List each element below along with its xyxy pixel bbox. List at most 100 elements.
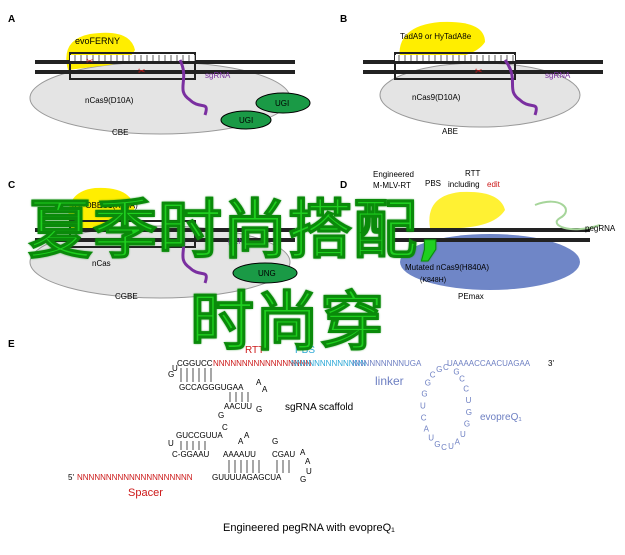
spacer-label: Spacer: [128, 487, 163, 499]
panel-a-name: CBE: [112, 128, 128, 137]
evopreq-base: U: [466, 396, 472, 405]
seq-top-linker: NNNNNNNNNUGA: [352, 359, 422, 368]
rt-label-1: Engineered: [373, 170, 414, 179]
panel-c-name: CGBE: [115, 292, 138, 301]
scissor-icon: ✂: [138, 66, 146, 76]
seq-loop-a6: A: [305, 457, 311, 466]
scaffold-label: sgRNA scaffold: [285, 402, 353, 413]
ung-shape: [232, 262, 298, 284]
seq-loop-u1: U: [172, 364, 178, 373]
linker-label: linker: [375, 374, 404, 388]
including-label: including: [448, 180, 480, 189]
seq-loop-g7: G: [300, 475, 306, 484]
seq-stem5: CGAU: [272, 450, 295, 459]
panel-a-letter: A: [8, 14, 15, 25]
evopreq-base: G: [464, 420, 470, 429]
cas9-body-d: [400, 234, 580, 290]
seq-loop-a2: A: [262, 385, 268, 394]
seq-top-cgg: CGGUCC: [177, 359, 213, 368]
dna-bottom-strand: [35, 70, 295, 74]
rloop-box-c: [69, 220, 196, 248]
rt-shape: [429, 191, 505, 228]
evopreq-base: G: [466, 408, 472, 417]
deaminase-label: evoFERNY: [75, 36, 120, 46]
dna-ticks: [70, 55, 195, 61]
cas-label-c: nCas: [92, 259, 111, 268]
seq-top-tail: UAAAACCAACUAGAA: [447, 359, 531, 368]
sgrna-label: sgRNA: [205, 71, 231, 80]
dna-bottom-b: [363, 70, 603, 74]
sgrna-label-b: sgRNA: [545, 71, 571, 80]
seq-five-prime: 5': [68, 473, 74, 482]
rt-label-2: M-MLV-RT: [373, 181, 411, 190]
scissor-icon-b: ✂: [475, 66, 483, 76]
seq-loop-g2: G: [256, 405, 262, 414]
rtt-label-d: RTT: [465, 169, 481, 178]
panel-a: A evoFERNY ✂ ✂ sgRNA nCas9(D10A) UGI UGI…: [8, 14, 311, 137]
panel-e: E RTT PBS G U CGGUCC NNNNNNNNNNNNNNNNN N…: [8, 339, 554, 534]
pegrna-label: pegRNA: [585, 224, 616, 233]
seq-loop-a4: A: [244, 431, 250, 440]
seq-loop-u3: U: [306, 467, 312, 476]
panel-b-letter: B: [340, 14, 347, 25]
seq-top-main: GCCAGGGUGAA: [179, 383, 244, 392]
panel-d-letter: D: [340, 180, 347, 191]
panel-b-name: ABE: [442, 127, 458, 136]
dna-bottom-d: [390, 238, 590, 242]
seq-stem4: AAAAUU: [223, 450, 256, 459]
evopreq-base: A: [455, 438, 461, 447]
evopreq-base: G: [425, 379, 431, 388]
evopreq-base: U: [420, 401, 426, 410]
pegrna-strand: [534, 200, 601, 231]
seq-bottom: GUUUUAGAGCUA: [212, 473, 282, 482]
caption: Engineered pegRNA with evopreQ₁: [223, 522, 395, 534]
seq-spacer: NNNNNNNNNNNNNNNNNNNN: [77, 473, 193, 482]
pbs-label-d: PBS: [425, 179, 441, 188]
deaminase-label-c: rAPOBEC1(R33A): [72, 201, 138, 210]
deaminase-shape-c: [68, 187, 135, 228]
evopreq-base: U: [460, 430, 466, 439]
seq-top-red: NNNNNNNNNNNNNNNNN: [213, 359, 311, 368]
cas-label-d: Mutated nCas9(H840A): [405, 263, 489, 272]
seq-loop-c: C: [222, 423, 228, 432]
seq-stem2: GUCCGUUA: [176, 431, 223, 440]
seq-stem3: C-GGAAU: [172, 450, 210, 459]
seq-loop-g1: G: [168, 370, 174, 379]
ung-label: UNG: [258, 269, 276, 278]
evopreq-base: C: [459, 375, 465, 384]
evopreq-base: G: [436, 365, 442, 374]
seq-stem1: AACUU: [224, 402, 252, 411]
seq-three-prime: 3': [548, 359, 554, 368]
seq-loop-g5: G: [272, 437, 278, 446]
evopreq-base: C: [430, 370, 436, 379]
cas9-body-c: [29, 225, 291, 299]
deaminase-shape-b: [399, 21, 485, 62]
grna-strand-c: [178, 227, 208, 284]
seq-loop-a1: A: [256, 378, 262, 387]
dna-top-c: [35, 228, 295, 232]
cas-label: nCas9(D10A): [85, 96, 134, 105]
seq-top-cyan: NNNNNNNNNNNNN: [291, 359, 366, 368]
base-pair-ticks: [180, 368, 290, 473]
rtt-label-e: RTT: [245, 345, 264, 356]
rloop-box: [69, 52, 196, 80]
cas-label-b: nCas9(D10A): [412, 93, 461, 102]
sgrna-strand-b: [503, 59, 538, 116]
rloop-box-b: [394, 52, 516, 80]
evopreq-base: C: [443, 363, 449, 372]
seq-loop-a3: A: [238, 437, 244, 446]
dna-ticks-b: [395, 55, 515, 61]
panel-b: B TadA9 or HyTadA8e ✂ sgRNA nCas9(D10A) …: [340, 14, 603, 136]
evopreq-base: U: [448, 442, 454, 451]
panel-d-name: PEmax: [458, 292, 484, 301]
dna-top-d: [390, 228, 590, 232]
edit-label: edit: [487, 180, 501, 189]
panel-e-letter: E: [8, 339, 15, 350]
deaminase-label-b: TadA9 or HyTadA8e: [400, 32, 472, 41]
evopreq-label: evopreQ₁: [480, 412, 522, 423]
ugi-1-label: UGI: [275, 99, 289, 108]
evopreq-base: C: [463, 384, 469, 393]
evopreq-base: A: [424, 425, 430, 434]
